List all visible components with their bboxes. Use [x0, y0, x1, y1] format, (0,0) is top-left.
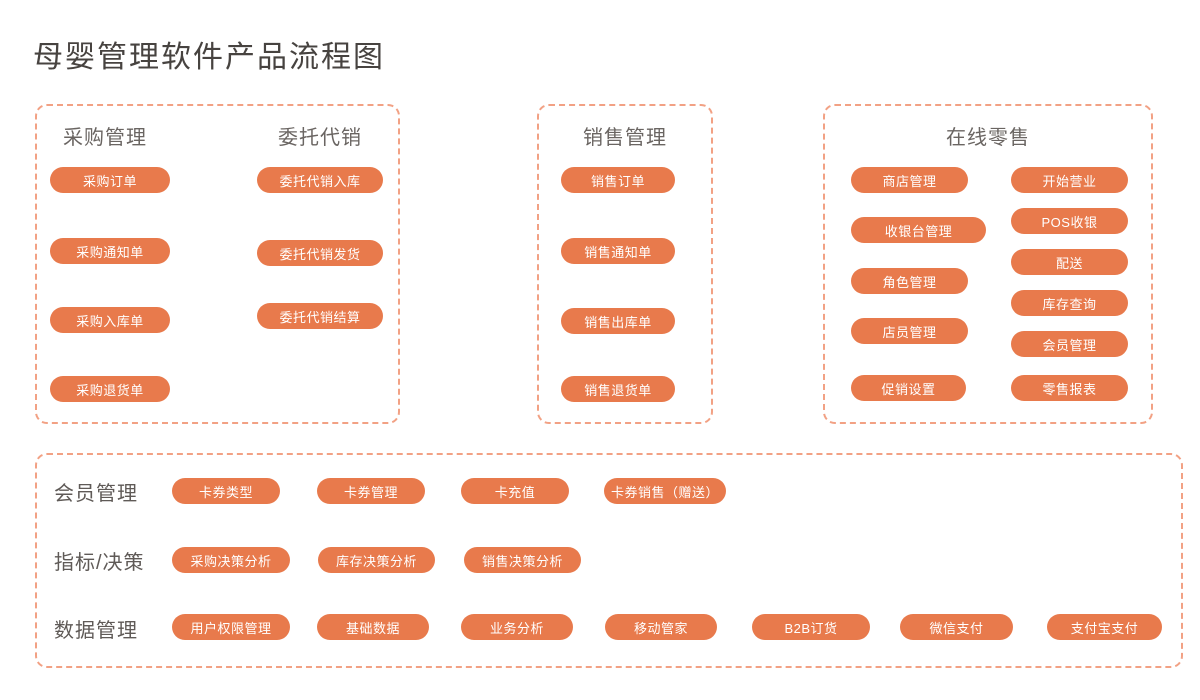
- pill-member-management[interactable]: 会员管理: [1011, 331, 1128, 357]
- pill-inventory-query[interactable]: 库存查询: [1011, 290, 1128, 316]
- pill-role-management[interactable]: 角色管理: [851, 268, 968, 294]
- page-title: 母婴管理软件产品流程图: [33, 41, 385, 74]
- heading-purchase-management: 采购管理: [63, 127, 147, 149]
- pill-sales-decision-analysis[interactable]: 销售决策分析: [464, 547, 581, 573]
- pill-consignment-settlement[interactable]: 委托代销结算: [257, 303, 383, 329]
- pill-sales-notice[interactable]: 销售通知单: [561, 238, 675, 264]
- label-metrics-decision: 指标/决策: [54, 552, 145, 574]
- pill-delivery[interactable]: 配送: [1011, 249, 1128, 275]
- pill-mobile-manager[interactable]: 移动管家: [605, 614, 717, 640]
- pill-purchase-notice[interactable]: 采购通知单: [50, 238, 170, 264]
- pill-alipay-pay[interactable]: 支付宝支付: [1047, 614, 1162, 640]
- pill-inventory-decision-analysis[interactable]: 库存决策分析: [318, 547, 435, 573]
- label-member-management: 会员管理: [54, 483, 138, 505]
- heading-consignment: 委托代销: [278, 127, 362, 149]
- pill-clerk-management[interactable]: 店员管理: [851, 318, 968, 344]
- pill-start-business[interactable]: 开始营业: [1011, 167, 1128, 193]
- pill-pos-checkout[interactable]: POS收银: [1011, 208, 1128, 234]
- pill-basic-data[interactable]: 基础数据: [317, 614, 429, 640]
- sales-box: [537, 104, 713, 424]
- pill-purchase-return[interactable]: 采购退货单: [50, 376, 170, 402]
- pill-promotion-settings[interactable]: 促销设置: [851, 375, 966, 401]
- pill-purchase-decision-analysis[interactable]: 采购决策分析: [172, 547, 290, 573]
- heading-online-retail: 在线零售: [946, 127, 1030, 149]
- pill-card-management[interactable]: 卡券管理: [317, 478, 425, 504]
- pill-card-sales-gift[interactable]: 卡券销售（赠送）: [604, 478, 726, 504]
- pill-user-permission[interactable]: 用户权限管理: [172, 614, 290, 640]
- pill-card-recharge[interactable]: 卡充值: [461, 478, 569, 504]
- heading-sales-management: 销售管理: [583, 127, 667, 149]
- pill-sales-outbound[interactable]: 销售出库单: [561, 308, 675, 334]
- pill-purchase-order[interactable]: 采购订单: [50, 167, 170, 193]
- pill-store-management[interactable]: 商店管理: [851, 167, 968, 193]
- pill-wechat-pay[interactable]: 微信支付: [900, 614, 1013, 640]
- pill-sales-order[interactable]: 销售订单: [561, 167, 675, 193]
- pill-sales-return[interactable]: 销售退货单: [561, 376, 675, 402]
- pill-card-type[interactable]: 卡券类型: [172, 478, 280, 504]
- pill-consignment-inbound[interactable]: 委托代销入库: [257, 167, 383, 193]
- pill-cashier-management[interactable]: 收银台管理: [851, 217, 986, 243]
- pill-retail-reports[interactable]: 零售报表: [1011, 375, 1128, 401]
- label-data-management: 数据管理: [54, 620, 138, 642]
- pill-consignment-shipment[interactable]: 委托代销发货: [257, 240, 383, 266]
- pill-b2b-ordering[interactable]: B2B订货: [752, 614, 870, 640]
- pill-business-analysis[interactable]: 业务分析: [461, 614, 573, 640]
- pill-purchase-inbound[interactable]: 采购入库单: [50, 307, 170, 333]
